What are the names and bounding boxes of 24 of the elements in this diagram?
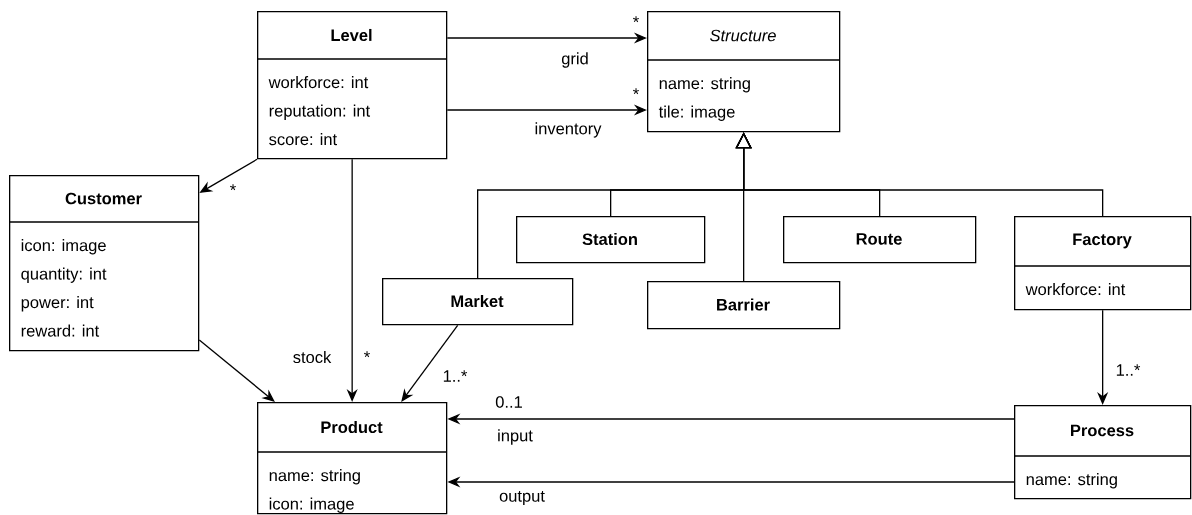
multiplicity-label: 1..* — [1116, 364, 1141, 376]
role-label: output — [498, 489, 546, 507]
multiplicity-label: * — [230, 184, 236, 191]
role-label: stock — [291, 349, 333, 365]
multiplicity-label: * — [633, 16, 639, 23]
class-box: Barrier — [647, 281, 841, 330]
role-label: input — [496, 428, 534, 446]
class-box: Customer icon: image quantity: int power: int reward: int — [8, 175, 200, 352]
association-arrow — [198, 339, 275, 402]
multiplicity-label: 1..* — [443, 370, 468, 382]
multiplicity-label: 0..1 — [495, 396, 522, 408]
class-box: Process name: string — [1013, 405, 1192, 500]
role-label: inventory — [533, 121, 603, 139]
class-box: Station — [516, 216, 706, 264]
class-box: Factory workforce: int — [1013, 216, 1192, 311]
class-box: Route — [783, 216, 977, 264]
class-box: Product name: string icon: image — [256, 402, 448, 515]
multiplicity-label: * — [633, 88, 639, 95]
association-arrow — [401, 324, 459, 402]
role-label: grid — [560, 51, 590, 69]
class-box: Level workforce: int reputation: int score: int — [256, 11, 448, 160]
multiplicity-label: * — [364, 351, 370, 358]
class-box: Market — [382, 278, 574, 326]
class-box: Structure name: string tile: image — [646, 11, 841, 133]
